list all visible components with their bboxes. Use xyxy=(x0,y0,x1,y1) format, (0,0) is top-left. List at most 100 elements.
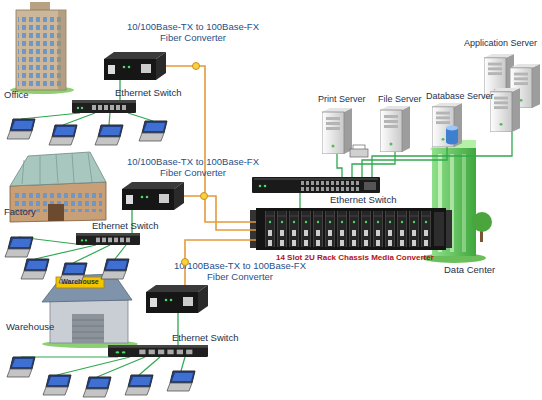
tree-crown xyxy=(472,212,492,232)
laptop xyxy=(95,125,123,145)
site-label: Factory xyxy=(4,207,36,218)
office-building-art xyxy=(10,2,74,94)
database-server: Database Server xyxy=(432,103,462,147)
ethernet-switch: Ethernet Switch xyxy=(108,345,208,357)
switch-art xyxy=(108,345,208,357)
switch-art xyxy=(72,100,136,113)
glass-roof xyxy=(10,152,106,186)
wire xyxy=(63,113,95,125)
device-label: Ethernet Switch xyxy=(92,221,159,232)
wire xyxy=(57,357,130,375)
laptop xyxy=(49,125,77,145)
building-windows xyxy=(18,14,64,86)
laptop xyxy=(167,371,195,391)
wire xyxy=(115,245,126,259)
server-label: File Server xyxy=(378,94,422,104)
laptop xyxy=(101,259,129,279)
door-slats xyxy=(72,320,104,338)
printer-body xyxy=(350,149,368,157)
device-label: 10/100Base-TX to 100Base-FX Fiber Conver… xyxy=(165,261,315,283)
switch-ports xyxy=(300,181,360,192)
factory-building: Factory xyxy=(8,150,108,222)
site-label: Warehouse xyxy=(6,322,54,333)
cylinder-bottom xyxy=(446,140,458,145)
status-led xyxy=(259,185,262,188)
roof-ribs xyxy=(22,153,92,184)
device-label: 10/100Base-TX to 100Base-FX Fiber Conver… xyxy=(118,157,268,179)
rack-chassis-art xyxy=(250,208,452,250)
wire xyxy=(109,113,110,125)
building-side xyxy=(58,10,66,90)
ethernet-link xyxy=(372,132,512,177)
fiber-link xyxy=(184,196,256,230)
device-label: 10/100Base-TX to 100Base-FX Fiber Conver… xyxy=(118,22,268,44)
tower-stripe xyxy=(462,154,466,252)
fiber-converter-art xyxy=(122,182,184,210)
laptop xyxy=(139,121,167,141)
rack-chassis: 14 Slot 2U Rack Chassis Media Converter xyxy=(256,208,446,250)
server-art xyxy=(322,108,352,154)
fiber-converter-art xyxy=(146,285,208,313)
sign-text: Warehouse xyxy=(56,278,104,286)
fiber-marker xyxy=(182,259,189,266)
device-label: Ethernet Switch xyxy=(172,333,239,344)
fiber-converter: 10/100Base-TX to 100Base-FX Fiber Conver… xyxy=(104,52,166,80)
laptop xyxy=(21,259,49,279)
core-switch-art xyxy=(252,177,380,193)
factory-door xyxy=(48,204,64,221)
server-label: Print Server xyxy=(318,94,366,104)
fiber-converter-art xyxy=(104,52,166,80)
chassis-label: 14 Slot 2U Rack Chassis Media Converter xyxy=(276,253,434,262)
device-label: Ethernet Switch xyxy=(330,195,397,206)
switch-art xyxy=(76,233,140,245)
warehouse-building-art xyxy=(42,274,138,348)
fiber-converter: 10/100Base-TX to 100Base-FX Fiber Conver… xyxy=(122,182,184,210)
server-label: Application Server xyxy=(464,38,537,48)
ethernet-switch: Ethernet Switch xyxy=(76,233,140,245)
printer-icon xyxy=(350,145,368,157)
laptop xyxy=(7,119,35,139)
status-led xyxy=(264,185,267,188)
server-art xyxy=(490,88,520,132)
office-building: Office xyxy=(12,2,70,90)
wire xyxy=(97,357,145,377)
chassis-slots xyxy=(264,211,432,247)
laptop xyxy=(125,375,153,395)
cylinder-top xyxy=(446,126,458,131)
chassis-body xyxy=(256,208,446,250)
ethernet-link xyxy=(362,147,447,177)
device-label: Ethernet Switch xyxy=(115,88,182,99)
server-label: Database Server xyxy=(426,91,494,101)
wire xyxy=(181,357,185,371)
power-module xyxy=(434,212,444,246)
site-label: Data Center xyxy=(444,265,495,276)
laptop xyxy=(83,377,111,397)
laptop xyxy=(5,237,33,257)
file-server: File Server xyxy=(380,106,410,152)
laptop xyxy=(7,357,35,377)
application-server: Application Server xyxy=(484,54,540,132)
wire xyxy=(73,245,110,263)
wire xyxy=(128,113,153,121)
server-art xyxy=(380,106,410,152)
laptop-wires xyxy=(19,113,185,377)
warehouse-building: WarehouseWarehouse xyxy=(40,272,132,344)
data-center: Data Center xyxy=(432,140,476,258)
server-art xyxy=(432,103,462,147)
garage-door xyxy=(72,314,104,343)
ethernet-switch: Ethernet Switch xyxy=(72,100,136,113)
fiber-converter: 10/100Base-TX to 100Base-FX Fiber Conver… xyxy=(146,285,208,313)
site-label: Office xyxy=(4,90,29,101)
rack-ear xyxy=(446,210,452,248)
tower-body xyxy=(432,148,476,256)
ethernet-link xyxy=(299,193,300,208)
fiber-marker xyxy=(193,63,200,70)
wire xyxy=(139,357,160,375)
laptop xyxy=(43,375,71,395)
ethernet-switch: Ethernet Switch xyxy=(252,177,380,193)
warehouse-wall xyxy=(50,300,128,343)
